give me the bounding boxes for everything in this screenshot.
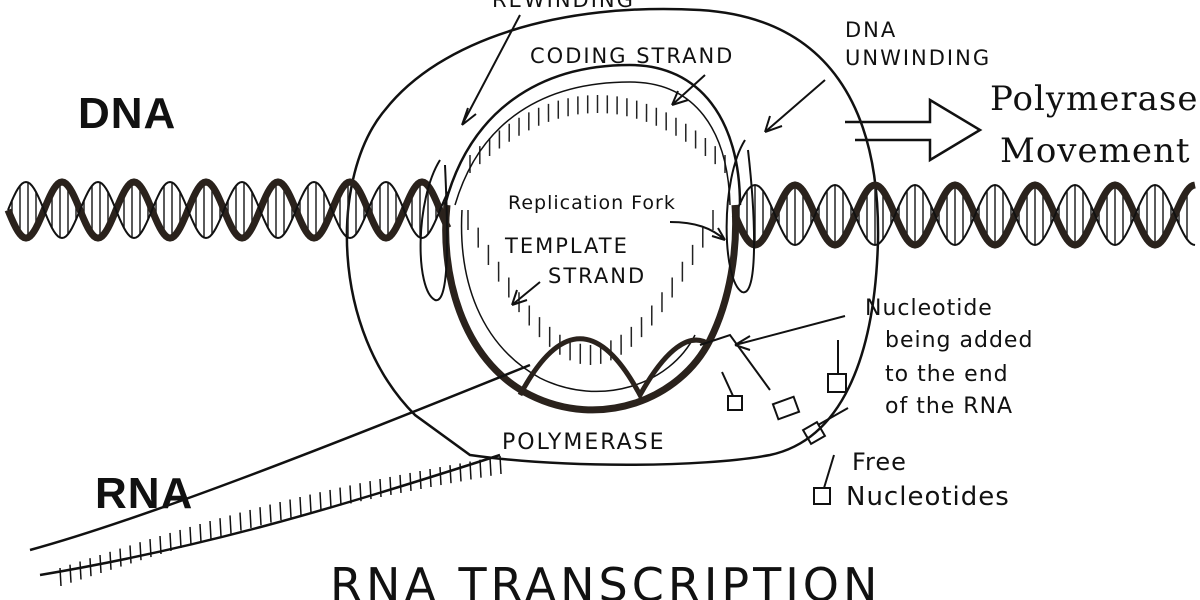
nucleotide-2 (773, 397, 799, 420)
rna-base-rung (360, 483, 361, 501)
rna-base-rung (370, 481, 371, 499)
nucleotide-added-label-line4: of the RNA (885, 396, 1013, 418)
rna-base-rung (80, 562, 81, 580)
rna-base-rung (340, 488, 341, 506)
rewinding-arrow (462, 15, 520, 125)
rna-base-rung (460, 463, 461, 481)
replication-fork-arrow (670, 222, 725, 240)
rna-base-rung (380, 479, 381, 497)
rna-base-rung (400, 475, 401, 493)
template-strand-label-line2: STRAND (548, 266, 646, 287)
dna-unwinding-label-line2: UNWINDING (845, 48, 991, 69)
template-strand-arrow (512, 282, 540, 305)
polymerase-movement-arrow (845, 100, 980, 160)
rna-base-rung (310, 495, 311, 513)
rna-base-rung (500, 456, 501, 474)
rna-base-rung (60, 568, 61, 586)
dna-helix-left (8, 182, 448, 238)
rna-base-rung (440, 467, 441, 485)
template-strand-label-line1: TEMPLATE (505, 236, 629, 257)
nucleotide-1 (722, 372, 742, 410)
rna-base-rung (250, 510, 251, 528)
rna-base-rung (490, 458, 491, 476)
nucleotide-5 (814, 455, 834, 504)
rna-base-rung (280, 502, 281, 520)
rna-base-rung (90, 558, 91, 576)
rna-base-rung (330, 490, 331, 508)
rna-base-rung (150, 539, 151, 557)
rna-base-rung (410, 473, 411, 491)
rna-base-rung (170, 533, 171, 551)
dna-helix-right (735, 185, 1195, 245)
rna-base-rung (300, 497, 301, 515)
rna-base-rung (350, 485, 351, 503)
rna-base-rung (180, 530, 181, 548)
nucleotide-added-arrow (735, 316, 845, 350)
replication-fork-label: Replication Fork (508, 194, 676, 213)
rna-base-rung (260, 507, 261, 525)
rna-base-rung (320, 492, 321, 510)
rna-base-rung (200, 524, 201, 542)
rna-base-rung (480, 460, 481, 478)
nucleotide-4 (828, 340, 846, 392)
coding-strand-label: CODING STRAND (530, 46, 734, 67)
rna-base-rung (190, 527, 191, 545)
nucleotide-added-label-line1: Nucleotide (865, 298, 993, 320)
rna-label: RNA (95, 472, 193, 516)
polymerase-label: POLYMERASE (502, 432, 666, 454)
diagram-title: RNA TRANSCRIPTION (330, 562, 881, 600)
rna-base-rung (390, 477, 391, 495)
rna-base-rung (220, 518, 221, 536)
rna-base-rung (420, 471, 421, 489)
rna-base-rung (450, 465, 451, 483)
bubble-bottom-helix (520, 339, 710, 395)
rna-base-rung (430, 469, 431, 487)
rna-base-rung (70, 565, 71, 583)
rewinding-label: REWINDING (492, 0, 635, 11)
rna-base-rung (140, 542, 141, 560)
nucleotide-added-label-line3: to the end (885, 364, 1009, 386)
rna-base-rung (110, 552, 111, 570)
rna-base-rung (160, 536, 161, 554)
polymerase-movement-label-line1: Polymerase (990, 82, 1199, 116)
rna-base-rung (210, 521, 211, 539)
dna-unwinding-label-line1: DNA (845, 20, 897, 41)
free-nucleotides-label-line1: Free (852, 450, 907, 474)
rna-base-rung (120, 549, 121, 567)
rna-base-rung (290, 500, 291, 518)
free-nucleotides (700, 335, 848, 504)
coding-strand-arc-inner (455, 82, 730, 205)
unwinding-loop-arrow (727, 140, 754, 292)
rna-base-rung (240, 513, 241, 531)
rna-base-rung (270, 505, 271, 523)
rna-base-rung (130, 545, 131, 563)
rna-base-rung (100, 555, 101, 573)
free-nucleotides-label-line2: Nucleotides (846, 484, 1010, 510)
dna-unwinding-arrow (765, 80, 825, 132)
rna-base-rung (230, 515, 231, 533)
polymerase-movement-label-line2: Movement (1000, 134, 1191, 168)
nucleotide-added-label-line2: being added (885, 330, 1033, 352)
dna-label: DNA (78, 92, 176, 136)
rna-base-rung (470, 462, 471, 480)
